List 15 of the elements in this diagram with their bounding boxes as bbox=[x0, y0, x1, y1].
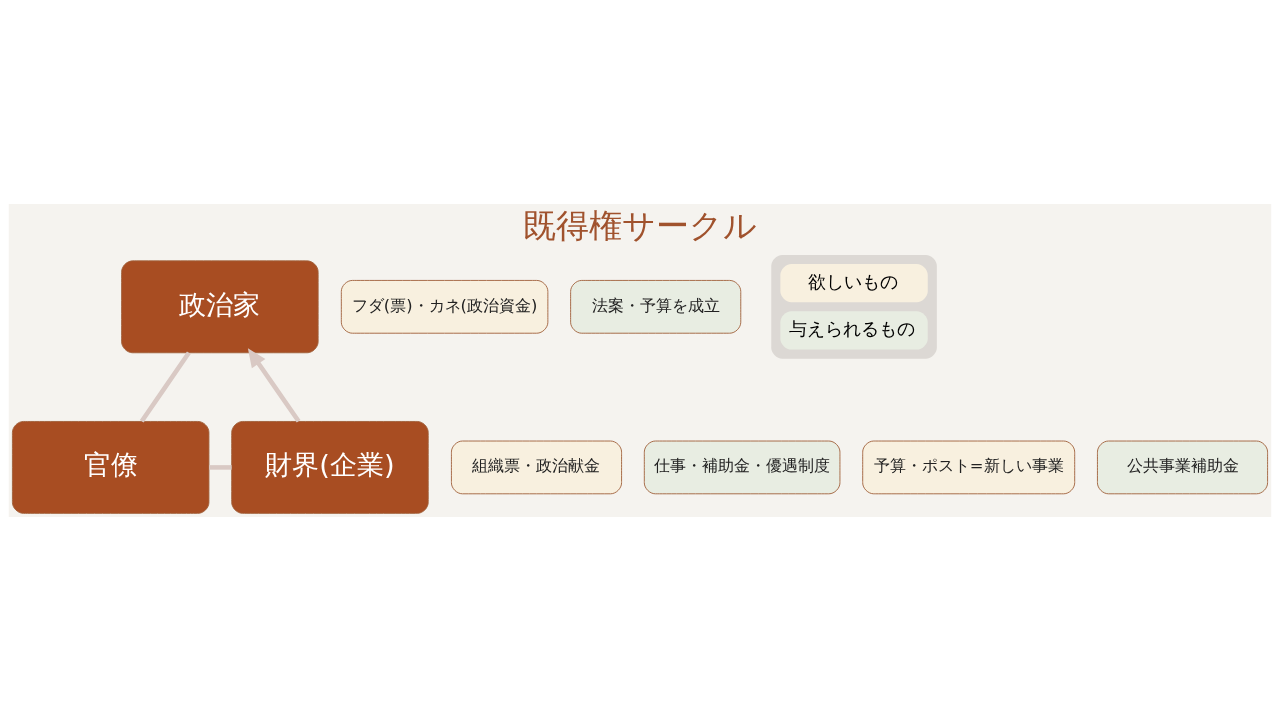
node-box: 公共事業補助金 bbox=[1097, 440, 1269, 494]
legend-label: 与えられるもの bbox=[789, 317, 916, 339]
connector bbox=[209, 464, 232, 470]
node-box: 政治家 bbox=[121, 259, 319, 353]
legend-label: 欲しいもの bbox=[807, 270, 898, 292]
arrow bbox=[247, 347, 301, 423]
node-box: 官僚 bbox=[11, 420, 210, 514]
node-box: 予算・ポスト=新しい事業 bbox=[862, 440, 1076, 494]
node-box: 財界(企業) bbox=[231, 420, 429, 514]
node-box: 法案・予算を成立 bbox=[570, 279, 742, 334]
node-box: 仕事・補助金・優遇制度 bbox=[643, 440, 841, 494]
node-box: 組織票・政治献金 bbox=[450, 440, 623, 494]
diagram-title: 既得権サークル bbox=[523, 206, 757, 245]
connector bbox=[139, 351, 191, 423]
node-box: フダ(票)・カネ(政治資金) bbox=[340, 279, 549, 334]
